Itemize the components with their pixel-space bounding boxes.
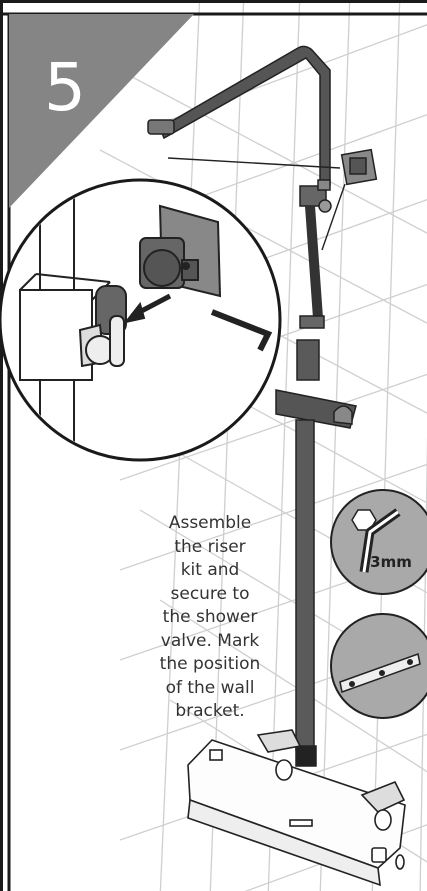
instruction-line: Assemble xyxy=(168,513,252,533)
instruction-line: of the wall xyxy=(165,677,255,698)
instruction-line: the position xyxy=(159,654,261,674)
instruction-line: valve. Mark xyxy=(160,630,260,651)
step-number: 5 xyxy=(44,49,86,126)
hex-key-icon xyxy=(330,489,427,595)
wall-bracket-icon xyxy=(330,613,427,719)
detail-magnifier xyxy=(0,178,282,462)
hex-key-size-label: 3mm xyxy=(370,553,412,571)
shower-riser xyxy=(147,45,378,767)
instruction-line: bracket. xyxy=(175,701,245,721)
step-badge xyxy=(9,14,194,208)
instruction-line: the riser xyxy=(174,536,246,557)
instruction-line: the shower xyxy=(162,607,258,627)
instruction-text: Assemble the riser kit and secure to the… xyxy=(130,512,290,724)
instruction-line: kit and xyxy=(180,560,240,580)
instruction-line: secure to xyxy=(170,583,250,604)
shower-valve xyxy=(187,729,406,887)
